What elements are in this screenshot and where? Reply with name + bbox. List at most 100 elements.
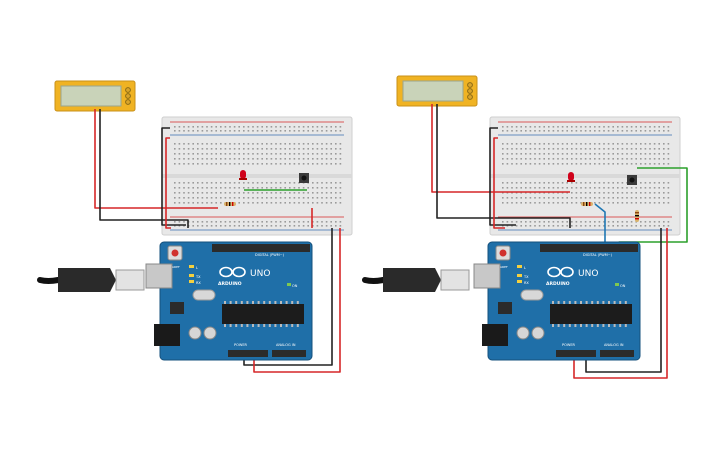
hole [552, 221, 555, 223]
hole [256, 225, 259, 227]
digital-header[interactable] [212, 244, 310, 252]
hole [233, 197, 236, 199]
wire-blue[interactable] [594, 203, 606, 248]
resistor[interactable] [581, 202, 593, 206]
hole [183, 148, 185, 150]
arduino-logo-loop-left [219, 266, 233, 278]
usb-plug-body [383, 268, 441, 292]
wire-red[interactable] [573, 228, 668, 379]
hole [515, 126, 518, 128]
chip-pin [240, 324, 243, 327]
hole [603, 163, 605, 165]
hole [330, 197, 332, 199]
hole [247, 148, 250, 150]
hole [561, 153, 564, 155]
hole [316, 158, 319, 160]
hole [552, 126, 555, 128]
pushbutton[interactable] [299, 173, 309, 183]
red-led[interactable] [239, 170, 247, 180]
hole [603, 130, 605, 132]
hole [511, 225, 513, 227]
hole [548, 225, 550, 227]
lcd-display[interactable] [396, 75, 478, 107]
hole [187, 143, 190, 145]
hole [667, 182, 670, 184]
hole [502, 182, 504, 184]
hole [525, 153, 527, 155]
power-jack[interactable] [154, 324, 180, 346]
hole [566, 221, 568, 223]
wire-black[interactable] [489, 127, 516, 226]
wire-red[interactable] [253, 228, 341, 373]
hole [575, 202, 578, 204]
resistor[interactable] [224, 202, 236, 206]
hole [270, 130, 273, 132]
usb-port[interactable] [473, 263, 501, 289]
hole [215, 143, 217, 145]
hole [635, 153, 637, 155]
hole [667, 225, 670, 227]
red-led[interactable] [567, 172, 575, 182]
power-header[interactable] [228, 350, 268, 357]
power-jack[interactable] [482, 324, 508, 346]
hole [210, 163, 213, 165]
hole [566, 130, 568, 132]
wire-red[interactable] [165, 137, 171, 229]
hole [183, 202, 185, 204]
wire-black[interactable] [99, 109, 189, 228]
wire-red[interactable] [493, 137, 505, 229]
hole [538, 221, 541, 223]
hole [339, 187, 342, 189]
hole [635, 187, 637, 189]
hole [312, 182, 314, 184]
pushbutton[interactable] [627, 175, 637, 185]
breadboard[interactable] [489, 116, 681, 236]
analog-header[interactable] [600, 350, 634, 357]
hole [298, 148, 300, 150]
hole [520, 202, 522, 204]
digital-header-label: DIGITAL (PWM~) [583, 253, 613, 257]
reset-button-cap [171, 249, 179, 257]
hole [192, 158, 194, 160]
hole [252, 158, 254, 160]
wire-black[interactable] [161, 127, 186, 226]
digital-header[interactable] [540, 244, 638, 252]
capacitor [203, 326, 217, 340]
hole [238, 143, 240, 145]
usb-cable[interactable] [37, 268, 145, 292]
breadboard[interactable] [161, 116, 353, 236]
wire-black[interactable] [585, 228, 662, 373]
usb-port[interactable] [145, 263, 173, 289]
hole [229, 221, 231, 223]
hole [584, 163, 587, 165]
power-header[interactable] [556, 350, 596, 357]
wire-red[interactable] [94, 109, 218, 209]
arduino-brand-label: ARDUINO [546, 281, 570, 287]
hole [325, 130, 328, 132]
hole [584, 148, 587, 150]
hole [571, 221, 573, 223]
hole [658, 148, 660, 150]
wire-red[interactable] [431, 104, 570, 193]
resistor[interactable] [635, 210, 639, 222]
hole [630, 153, 633, 155]
hole [663, 202, 665, 204]
lcd-display[interactable] [54, 80, 136, 112]
hole [293, 126, 296, 128]
hole [663, 148, 665, 150]
hole [663, 221, 665, 223]
hole [312, 153, 314, 155]
hole [557, 158, 559, 160]
wire-black[interactable] [436, 104, 571, 228]
hole [247, 221, 250, 223]
hole [316, 130, 319, 132]
analog-header[interactable] [272, 350, 306, 357]
hole [543, 225, 545, 227]
hole [247, 130, 250, 132]
breadboard-holes [502, 126, 670, 227]
hole [644, 221, 647, 223]
usb-cable[interactable] [362, 268, 470, 292]
